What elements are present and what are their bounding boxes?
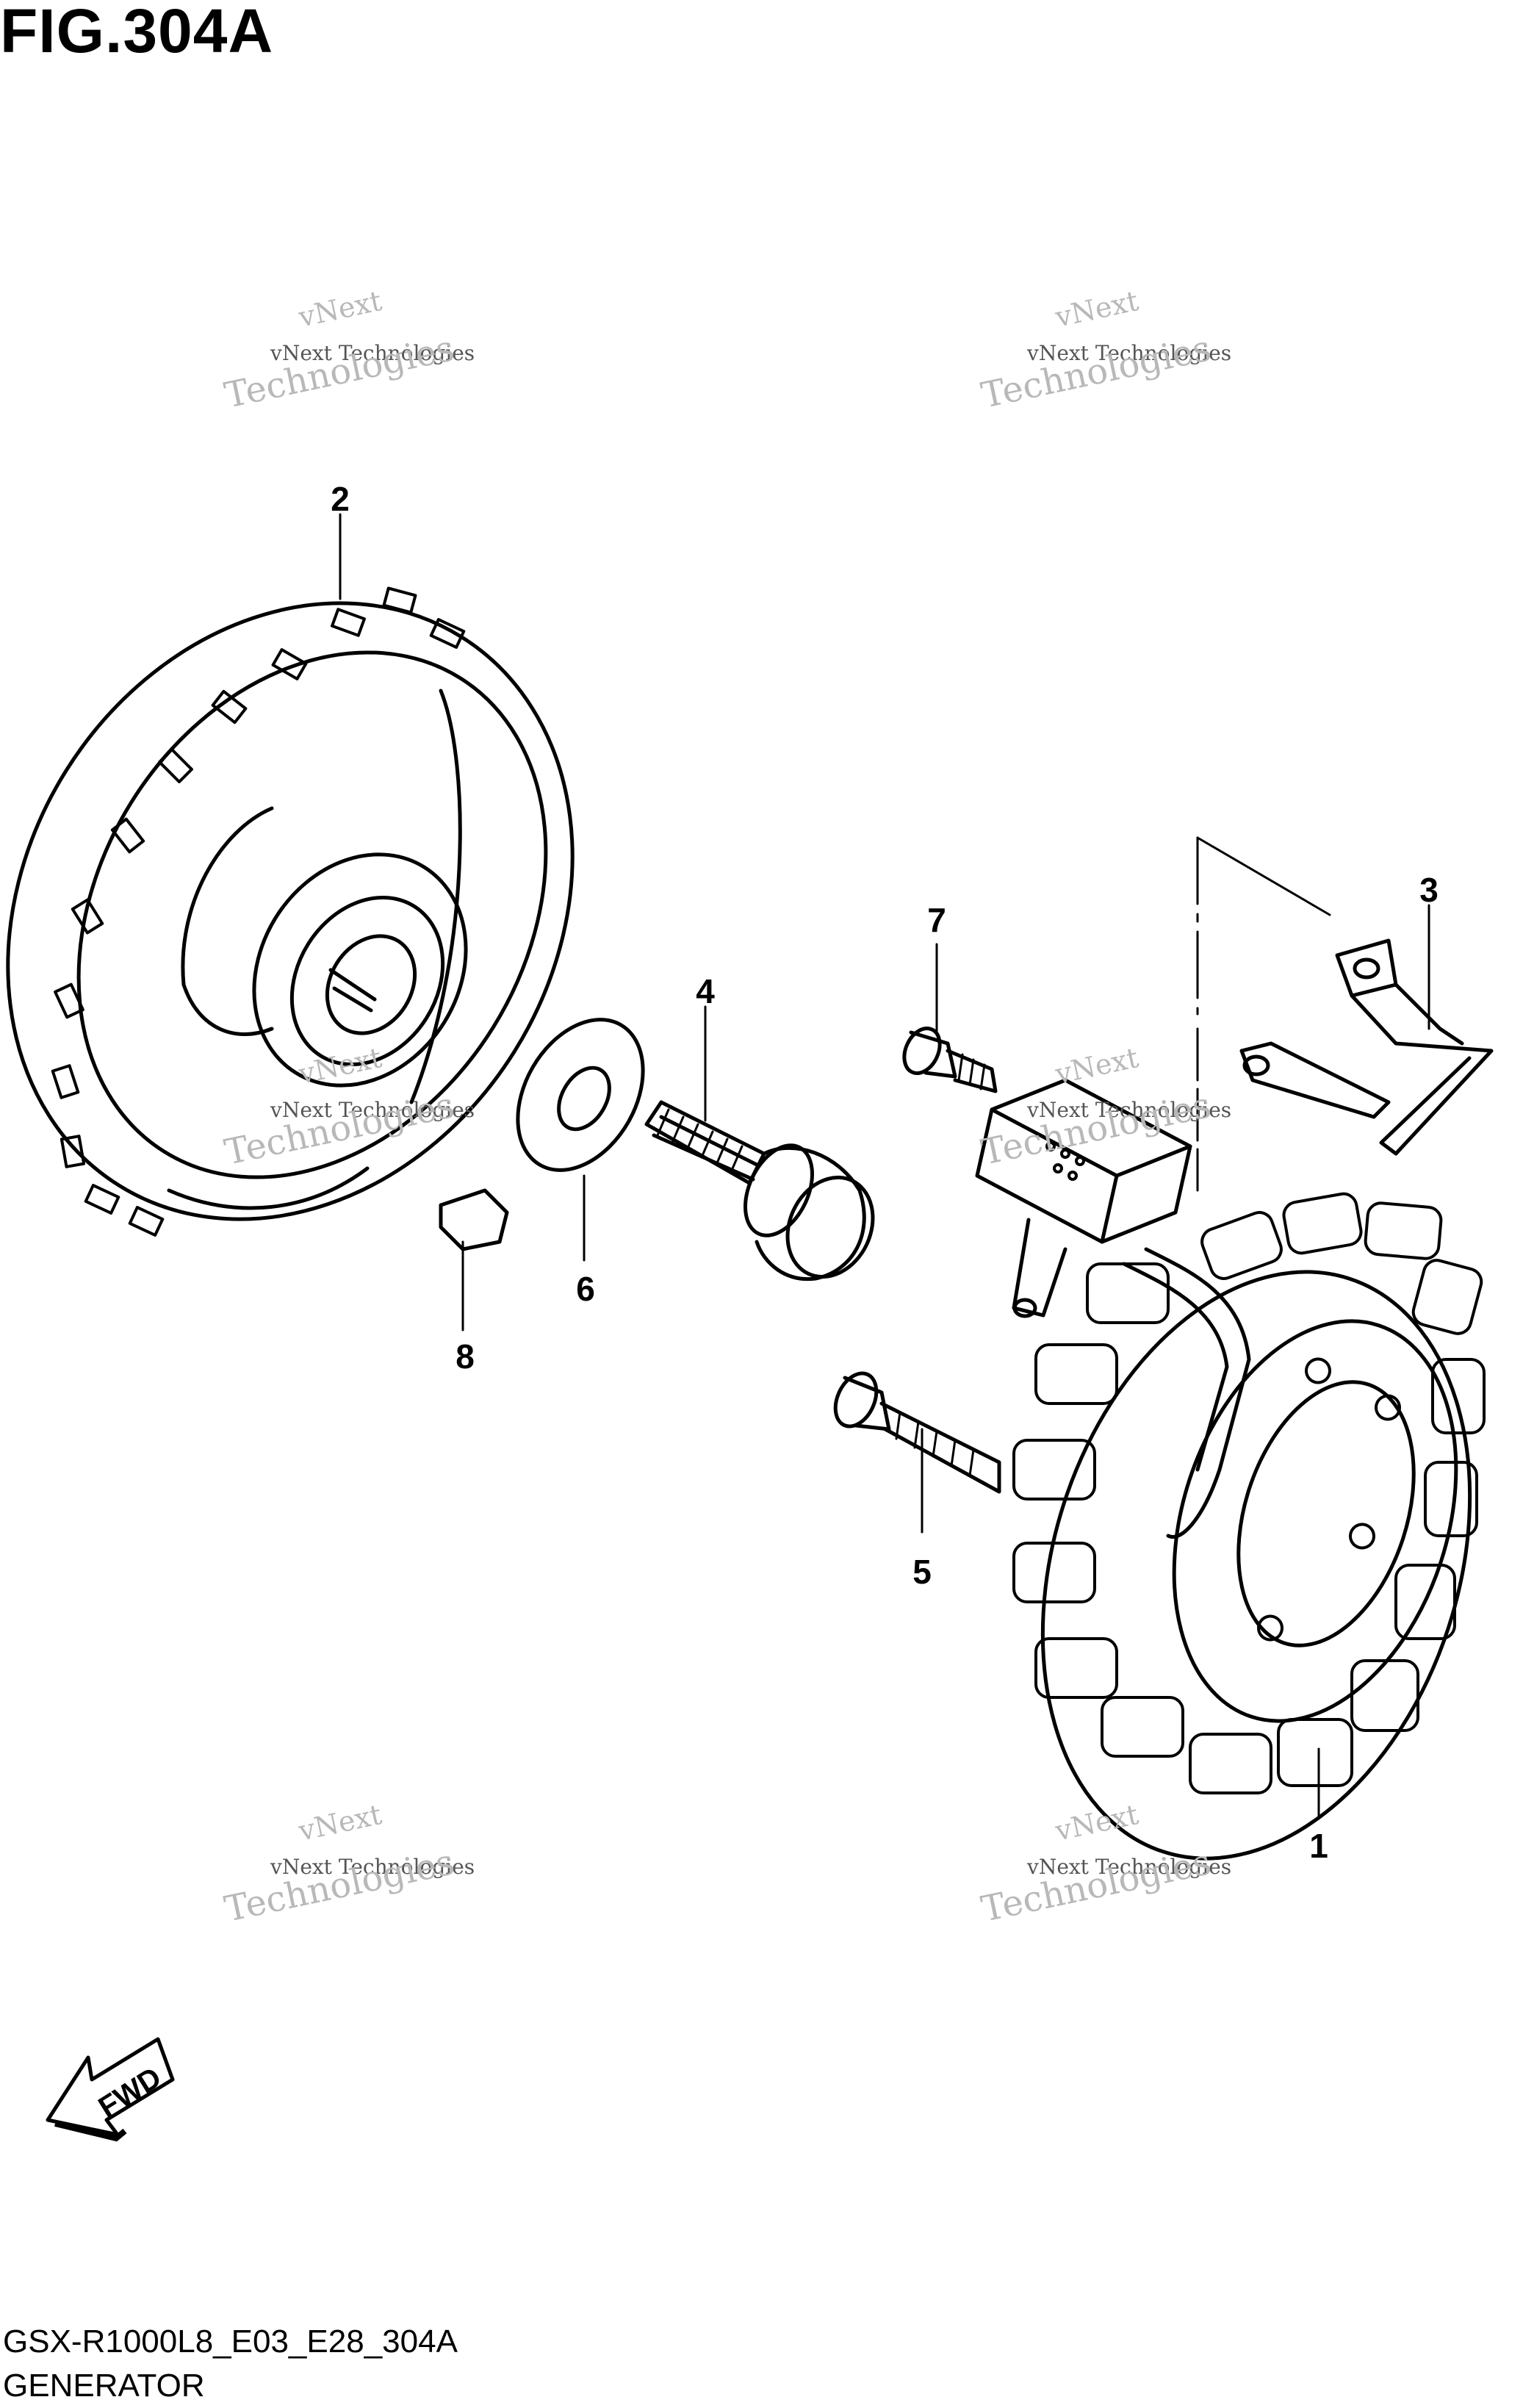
washer-part	[516, 1018, 645, 1172]
watermark-mid-left: vNext vNext Technologies Technologies	[221, 1041, 475, 1174]
watermark-line2: vNext Technologies	[1026, 1098, 1231, 1122]
watermark-mid-right: vNext vNext Technologies Technologies	[978, 1041, 1231, 1174]
stator-bolt-part	[833, 1371, 1001, 1494]
watermark-bottom-left: vNext vNext Technologies Technologies	[221, 1798, 475, 1930]
callout-7: 7	[927, 901, 946, 939]
watermark-top-left: vNext vNext Technologies Technologies	[221, 284, 475, 417]
leader-lines	[339, 513, 1430, 1820]
watermark-line2: vNext Technologies	[270, 1855, 475, 1879]
figure-code: GSX-R1000L8_E03_E28_304A	[3, 2323, 458, 2360]
callout-8: 8	[456, 1337, 475, 1376]
figure-title: FIG.304A	[0, 0, 274, 65]
stator-part	[975, 1078, 1486, 1861]
callout-3: 3	[1419, 871, 1439, 909]
watermark-line2: vNext Technologies	[1026, 341, 1231, 365]
callout-1: 1	[1309, 1827, 1328, 1865]
watermark-line2: vNext Technologies	[270, 1098, 475, 1122]
fwd-arrow-icon: FWD	[46, 2037, 175, 2142]
watermark-line1: vNext	[295, 1041, 385, 1090]
watermark-line1: vNext	[1052, 1798, 1142, 1847]
watermark-top-right: vNext vNext Technologies Technologies	[978, 284, 1231, 417]
callout-5: 5	[912, 1553, 932, 1591]
key-part	[439, 1188, 509, 1251]
bracket-part	[1239, 938, 1494, 1156]
small-bolt-part	[902, 1027, 998, 1093]
watermark-line2: vNext Technologies	[1026, 1855, 1231, 1879]
watermark-line1: vNext	[295, 284, 385, 334]
callout-2: 2	[331, 480, 350, 518]
rotor-bolt-part	[644, 1100, 875, 1282]
watermark-line2: vNext Technologies	[270, 341, 475, 365]
figure-name: GENERATOR	[3, 2368, 205, 2404]
watermark-line1: vNext	[295, 1798, 385, 1847]
watermark-bottom-right: vNext vNext Technologies Technologies	[978, 1798, 1231, 1930]
watermark-line1: vNext	[1052, 284, 1142, 334]
watermark-line1: vNext	[1052, 1041, 1142, 1090]
callout-4: 4	[696, 972, 715, 1010]
callout-6: 6	[576, 1270, 595, 1308]
rotor-part	[6, 586, 575, 1237]
